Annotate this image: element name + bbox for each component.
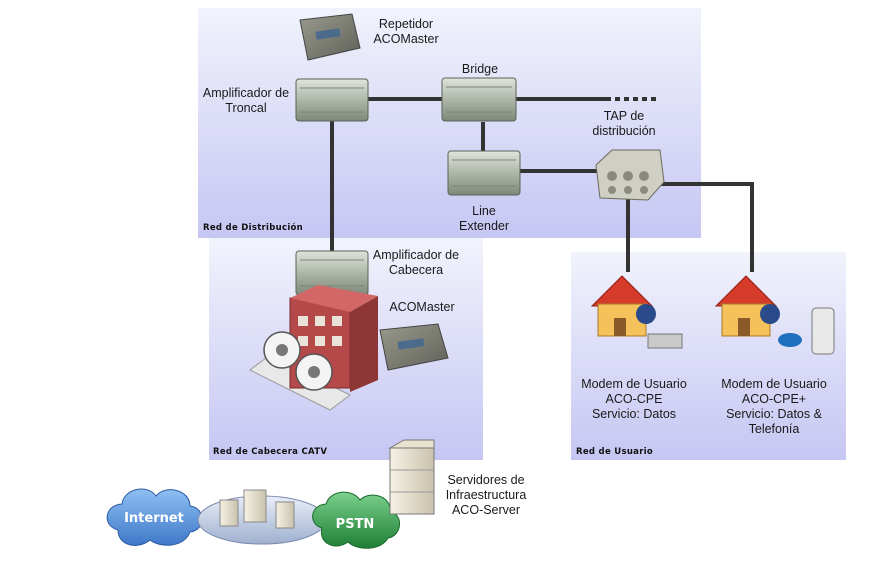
headend-building-icon <box>249 285 378 411</box>
trunk-amplifier-device <box>295 78 369 122</box>
zone-user-label: Red de Usuario <box>576 447 654 457</box>
repeater-label: Repetidor ACOMaster <box>373 17 439 46</box>
internet-label: Internet <box>124 511 184 526</box>
acomaster-label: ACOMaster <box>389 300 455 314</box>
modem-cpe-label: Modem de Usuario ACO-CPE Servicio: Datos <box>581 377 687 421</box>
modem-cpe-plus-label: Modem de Usuario ACO-CPE+ Servicio: Dato… <box>721 377 827 436</box>
cables <box>330 97 754 272</box>
server-farm-icon <box>197 489 327 545</box>
line-extender-device <box>447 150 521 196</box>
pstn-label: PSTN <box>336 517 375 532</box>
tap-label: TAP de distribución <box>592 109 656 138</box>
headend-amplifier-device <box>295 250 369 296</box>
headend-amplifier-label: Amplificador de Cabecera <box>372 248 460 277</box>
acomaster-device <box>379 323 449 371</box>
bridge-label: Bridge <box>461 62 499 76</box>
repeater-device <box>299 13 361 61</box>
zone-headend-label: Red de Cabecera CATV <box>213 447 328 457</box>
distribution-panel <box>198 8 701 238</box>
user-house-cpe-plus-icon <box>714 275 835 355</box>
server-rack-icon <box>388 439 435 515</box>
user-house-cpe-icon <box>590 275 683 349</box>
trunk-amplifier-label: Amplificador de Troncal <box>202 86 290 115</box>
tap-device <box>595 149 665 201</box>
pstn-cloud-icon: PSTN <box>312 491 400 549</box>
servers-label: Servidores de Infraestructura ACO-Server <box>445 473 527 517</box>
bridge-device <box>441 77 517 122</box>
internet-cloud-icon: Internet <box>106 488 203 546</box>
zone-distribution-label: Red de Distribución <box>203 223 304 233</box>
line-extender-label: Line Extender <box>458 204 510 233</box>
